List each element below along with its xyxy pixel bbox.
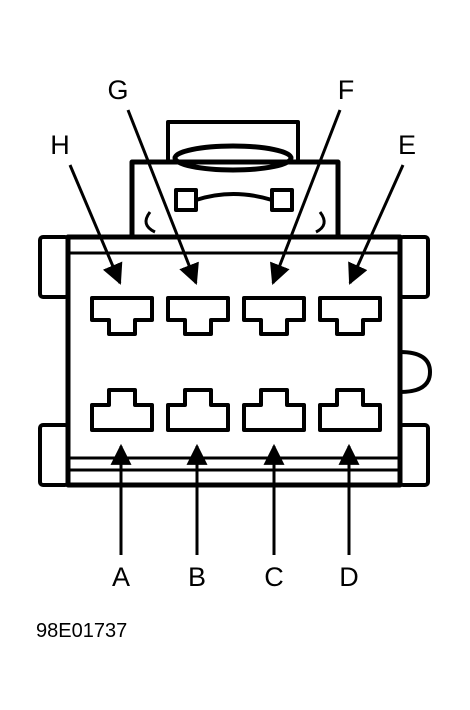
arrow-f [270,109,342,285]
cavity-e [318,296,382,336]
label-d: D [339,562,359,592]
cavity-a [90,388,154,432]
leader-arrows [68,109,405,555]
cavity-b [166,388,230,432]
cavity-g [166,296,230,336]
pin-labels: H G F E A B C D [50,75,416,592]
label-b: B [188,562,206,592]
label-f: F [338,75,355,105]
label-h: H [50,130,70,160]
connector-body [38,120,432,488]
cavity-d [318,388,382,432]
locking-latch [129,120,341,237]
top-terminal-row [90,296,382,336]
right-lower-ear [398,423,430,487]
cavity-c [242,388,306,432]
arrow-h [68,164,123,285]
label-e: E [398,130,416,160]
figure-id: 98E01737 [36,620,127,642]
right-upper-ear [398,235,430,299]
label-c: C [264,562,284,592]
label-g: G [107,75,128,105]
left-upper-ear [38,235,70,299]
arrow-e [348,164,405,285]
connector-housing [65,234,403,488]
cavity-h [90,296,154,336]
arrow-g [126,109,199,285]
right-side-bump [399,350,432,394]
left-lower-ear [38,423,70,487]
label-a: A [112,562,130,592]
cavity-f [242,296,306,336]
bottom-terminal-row [90,388,382,432]
